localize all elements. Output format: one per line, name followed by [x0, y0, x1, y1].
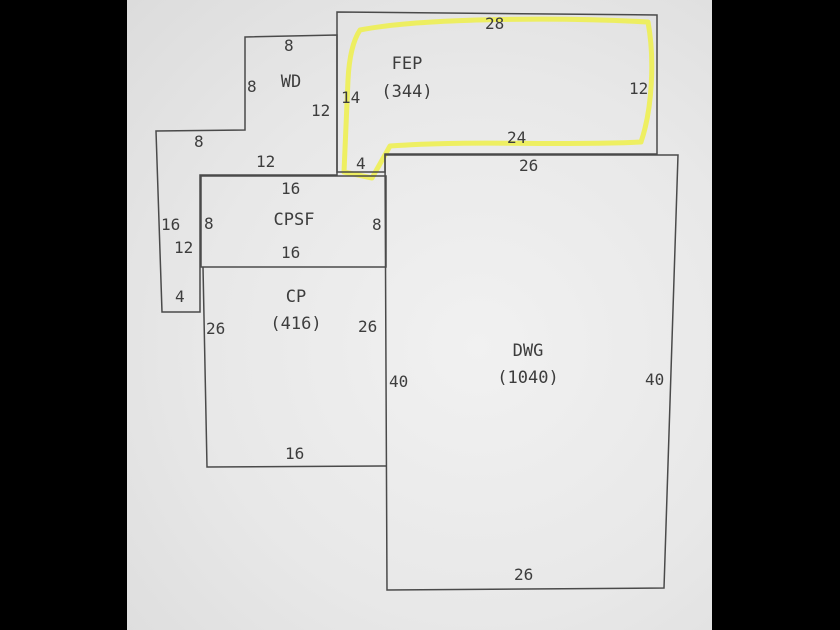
dim-dwg-left: 40 — [389, 372, 409, 391]
fep-highlight — [341, 16, 655, 181]
dim-cpsf-left: 8 — [204, 214, 214, 233]
dim-fep-left: 14 — [341, 88, 361, 107]
area-value-dwg: (1040) — [497, 368, 559, 388]
dim-wd-left: 8 — [247, 77, 257, 96]
dim-cpsf-right: 8 — [372, 215, 382, 234]
area-name-wd: WD — [280, 72, 302, 92]
area-name-dwg: DWG — [512, 341, 544, 361]
dim-left-mid: 12 — [256, 152, 276, 171]
outline-dwg — [384, 154, 679, 591]
area-name-fep: FEP — [391, 54, 423, 74]
dim-cpsf-bottom: 16 — [281, 243, 301, 262]
area-value-cp: (416) — [270, 314, 322, 334]
dim-wd-right: 12 — [311, 101, 331, 120]
area-name-cpsf: CPSF — [273, 210, 315, 230]
dim-fep-bottom: 24 — [507, 128, 527, 147]
dim-left-inner: 12 — [174, 238, 194, 257]
dim-cp-right: 26 — [358, 317, 378, 336]
dim-left-top: 8 — [194, 132, 204, 151]
area-name-cp: CP — [285, 287, 307, 307]
dim-dwg-bottom: 26 — [514, 565, 534, 584]
dim-dwg-right: 40 — [645, 370, 665, 389]
outline-fep — [336, 11, 658, 173]
dim-cp-left: 26 — [206, 319, 226, 338]
dim-left-bottom: 4 — [175, 287, 185, 306]
dim-left-outer: 16 — [161, 215, 181, 234]
sketch-photo — [127, 0, 712, 630]
outline-cp — [202, 266, 387, 468]
dim-fep-top: 28 — [485, 14, 505, 33]
dim-cpsf-top: 16 — [281, 179, 301, 198]
dim-fep-right: 12 — [629, 79, 649, 98]
area-value-fep: (344) — [381, 82, 433, 102]
dim-dwg-top: 26 — [519, 156, 539, 175]
dim-fep-step: 4 — [356, 154, 366, 173]
dim-cp-bottom: 16 — [285, 444, 305, 463]
dim-wd-top: 8 — [284, 36, 294, 55]
